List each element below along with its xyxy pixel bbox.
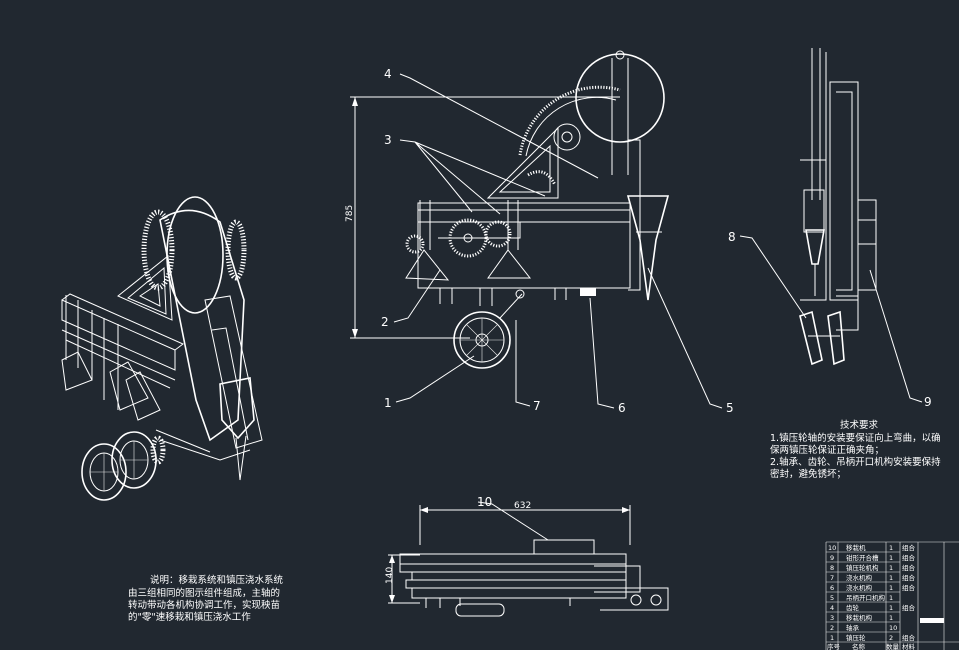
row-no: 8 bbox=[830, 564, 834, 572]
table-row: 5 吊柄开口机构 1 bbox=[830, 593, 893, 602]
callout-4: 4 bbox=[384, 67, 392, 81]
table-header: 序号 名称 数量 材料 bbox=[827, 642, 916, 650]
desc-line-4: 的"零"速移栽和镇压浇水工作 bbox=[128, 611, 251, 623]
row-qty: 1 bbox=[889, 544, 893, 552]
front-view: 7 8 5 bbox=[345, 50, 734, 415]
row-qty: 1 bbox=[889, 554, 893, 562]
row-qty: 1 bbox=[889, 614, 893, 622]
header-mat: 材料 bbox=[902, 642, 916, 650]
row-mat: 组合 bbox=[902, 583, 916, 592]
row-name: 移栽机构 bbox=[846, 613, 873, 622]
table-row: 6 浇水机构 1 组合 bbox=[830, 583, 916, 592]
row-name: 轴承 bbox=[846, 623, 860, 632]
callout-3: 3 bbox=[384, 133, 392, 147]
tech-req-title: 技术要求 bbox=[840, 419, 879, 431]
callout-8: 8 bbox=[728, 230, 736, 244]
row-mat: 组合 bbox=[902, 563, 916, 572]
top-view: 632 10 140 bbox=[385, 495, 669, 617]
row-qty: 1 bbox=[889, 594, 893, 602]
description-note: 说明：移栽系统和镇压浇水系统 由三组相同的图示组件组成，主轴的 转动带动各机构协… bbox=[128, 574, 284, 623]
row-no: 1 bbox=[830, 634, 834, 642]
table-row: 3 移栽机构 1 bbox=[830, 613, 893, 622]
tech-requirements: 技术要求 1.镇压轮轴的安装要保证向上弯曲，以确 保两镇压轮保证正确夹角； 2.… bbox=[770, 419, 941, 480]
callout-10: 10 bbox=[477, 495, 492, 509]
row-mat: 组合 bbox=[902, 573, 916, 582]
row-name: 浇水机构 bbox=[846, 573, 873, 582]
table-row: 1 镇压轮 2 组合 bbox=[830, 633, 916, 642]
tech-req-line-3: 2.轴承、齿轮、吊柄开口机构安装要保持 bbox=[770, 456, 941, 468]
table-row: 10 移栽机 1 组合 bbox=[828, 543, 916, 552]
row-name: 吊柄开口机构 bbox=[846, 593, 886, 602]
row-no: 4 bbox=[830, 604, 834, 612]
isometric-view bbox=[61, 196, 263, 501]
row-qty: 2 bbox=[889, 634, 893, 642]
header-qty: 数量 bbox=[886, 642, 900, 650]
row-name: 镇压轮 bbox=[846, 633, 866, 642]
row-name: 镇压轮机构 bbox=[846, 563, 879, 572]
tech-req-line-4: 密封，避免锈坏； bbox=[770, 468, 846, 480]
row-no: 10 bbox=[828, 544, 836, 552]
row-no: 9 bbox=[830, 554, 834, 562]
desc-line-2: 由三组相同的图示组件组成，主轴的 bbox=[128, 587, 280, 599]
table-row: 7 浇水机构 1 组合 bbox=[830, 573, 916, 582]
row-no: 5 bbox=[830, 594, 834, 602]
row-no: 2 bbox=[830, 624, 834, 632]
row-qty: 1 bbox=[889, 604, 893, 612]
callout-1: 1 bbox=[384, 396, 392, 410]
callout-7: 7 bbox=[533, 399, 541, 413]
row-no: 3 bbox=[830, 614, 834, 622]
header-no: 序号 bbox=[827, 642, 841, 650]
callout-2: 2 bbox=[381, 315, 389, 329]
dim-height-bottom: 140 bbox=[385, 567, 395, 584]
row-mat: 组合 bbox=[902, 543, 916, 552]
table-row: 9 钳形开合槽 1 组合 bbox=[830, 553, 916, 562]
parts-table: 10 移栽机 1 组合 9 钳形开合槽 1 组合 8 镇压轮机构 1 组合 7 … bbox=[825, 541, 959, 650]
row-mat: 组合 bbox=[902, 633, 916, 642]
tech-req-line-1: 1.镇压轮轴的安装要保证向上弯曲，以确 bbox=[770, 432, 941, 444]
row-name: 钳形开合槽 bbox=[846, 553, 879, 562]
desc-line-1: 说明：移栽系统和镇压浇水系统 bbox=[150, 574, 284, 586]
row-no: 7 bbox=[830, 574, 834, 582]
table-row: 8 镇压轮机构 1 组合 bbox=[830, 563, 916, 572]
header-name: 名称 bbox=[852, 642, 866, 650]
desc-line-3: 转动带动各机构协调工作，实现秧苗 bbox=[128, 599, 280, 611]
row-qty: 1 bbox=[889, 574, 893, 582]
row-name: 浇水机构 bbox=[846, 583, 873, 592]
tech-req-line-2: 保两镇压轮保证正确夹角； bbox=[770, 444, 884, 456]
dim-height-main: 785 bbox=[345, 205, 355, 222]
table-row: 4 齿轮 1 组合 bbox=[830, 603, 916, 612]
table-row: 2 轴承 10 bbox=[830, 623, 897, 632]
dim-width-bottom: 632 bbox=[514, 501, 531, 511]
row-name: 移栽机 bbox=[846, 543, 866, 552]
callout-6: 6 bbox=[618, 401, 626, 415]
row-qty: 10 bbox=[889, 624, 897, 632]
row-no: 6 bbox=[830, 584, 834, 592]
row-qty: 1 bbox=[889, 584, 893, 592]
row-name: 齿轮 bbox=[846, 603, 860, 612]
callout-5: 5 bbox=[726, 401, 734, 415]
callout-9: 9 bbox=[924, 395, 932, 409]
row-qty: 1 bbox=[889, 564, 893, 572]
row-mat: 组合 bbox=[902, 553, 916, 562]
row-mat: 组合 bbox=[902, 603, 916, 612]
side-view: 8 9 bbox=[728, 48, 932, 409]
